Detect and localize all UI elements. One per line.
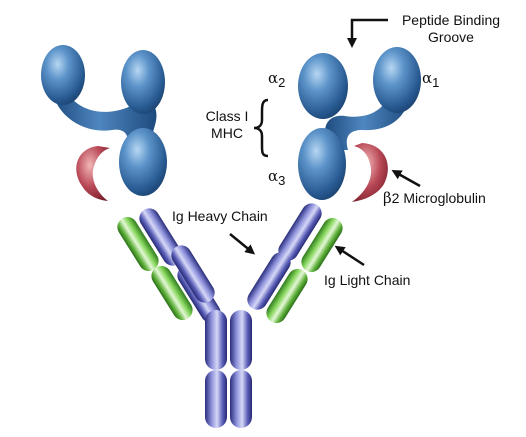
left-light-chain-segment [117,217,159,271]
alpha3-label: α3 [268,167,286,189]
annotation-arrows [229,18,421,267]
stem-heavy-chain-segment [205,310,227,370]
class-mhc-label: Class I MHC [205,108,249,141]
right-antibody-arm [247,203,343,323]
peptide-binding-groove-label: Peptide Binding Groove [401,12,501,45]
right-mhc-alpha1-domain [373,47,421,113]
left-mhc-alpha1-domain [41,45,85,105]
beta2-microglobulin-label: β2 Microglobulin [383,189,486,207]
antibody-stem [205,310,252,428]
right-mhc-alpha3-domain [298,128,346,200]
class-mhc-brace [253,98,269,158]
right-heavy-chain-segment [278,203,322,261]
alpha2-label: α2 [268,69,286,91]
left-heavy-chain-segment [171,245,215,303]
right-light-chain-segment [301,218,343,272]
ig-light-chain-label: Ig Light Chain [324,272,411,288]
peptide-groove-arrow [347,18,388,48]
right-beta2-microglobulin [352,143,388,202]
left-mhc-alpha3-domain [119,128,167,196]
stem-heavy-chain-segment [230,310,252,370]
left-mhc-alpha-top-connector [52,78,157,150]
light-chain-arrow [334,245,365,267]
alpha1-label: α1 [422,69,440,91]
left-antibody-arm [117,208,221,323]
right-heavy-chain-segment [247,252,291,310]
left-heavy-chain-segment [139,208,183,266]
ig-heavy-chain-label: Ig Heavy Chain [172,208,268,224]
left-beta2-microglobulin [76,146,110,201]
right-light-chain-segment [266,269,308,323]
stem-heavy-chain-segment [205,370,227,428]
right-mhc-alpha2-domain [298,53,348,119]
heavy-chain-arrow [229,233,256,255]
right-mhc-molecule [298,47,421,202]
beta2-arrow [391,170,421,188]
left-mhc-molecule [41,45,167,201]
left-light-chain-segment [151,266,193,320]
left-mhc-alpha2-domain [121,50,165,114]
stem-heavy-chain-segment [230,370,252,428]
